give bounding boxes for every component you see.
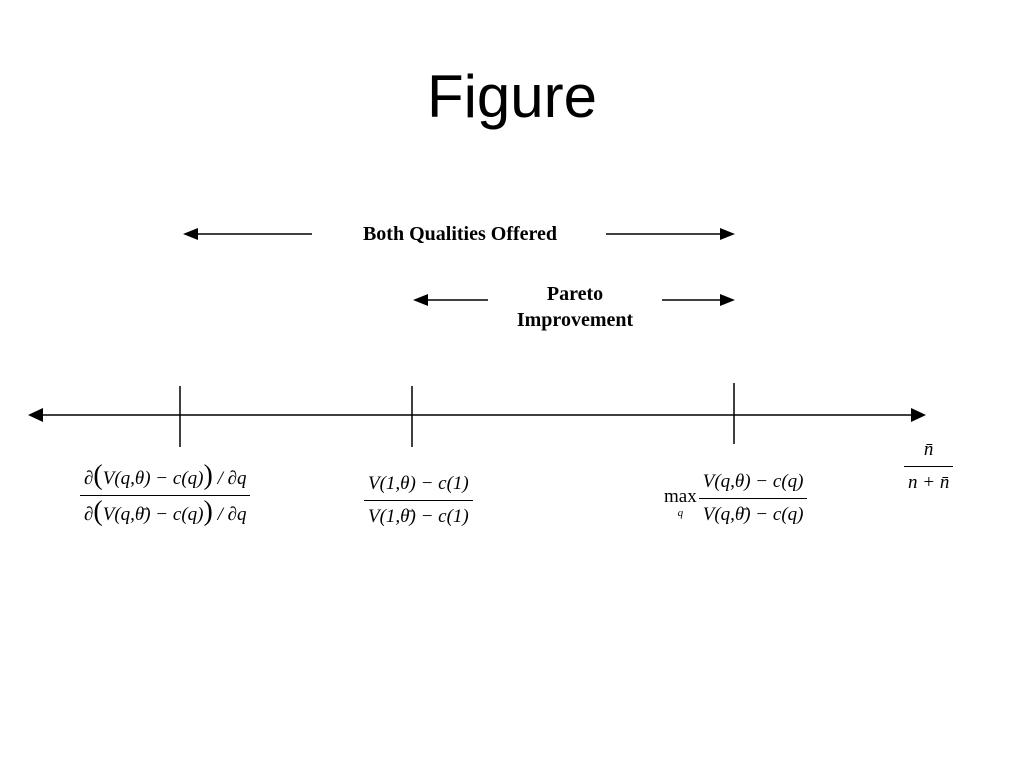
page-title: Figure xyxy=(426,63,598,130)
expression-3-denominator: V(q,θ̄) − c(q) xyxy=(702,504,804,525)
both-qualities-arrowhead-right xyxy=(720,228,735,240)
denominator-tail: / ∂q xyxy=(217,504,247,525)
fraction-bar xyxy=(364,500,473,501)
expression-3-numerator: V(q,θ) − c(q) xyxy=(702,471,804,492)
max-label: max xyxy=(664,485,697,507)
right-paren: ) xyxy=(203,460,213,491)
axis-arrowhead-left xyxy=(28,408,43,422)
expression-2-numerator: V(1,θ) − c(1) xyxy=(368,473,469,494)
right-paren: ) xyxy=(203,496,213,527)
expression-3: max q V(q,θ) − c(q) V(q,θ̄) − c(q) xyxy=(664,468,808,529)
expression-1: ∂(V(q,θ) − c(q)) / ∂q ∂(V(q,θ̄) − c(q)) … xyxy=(80,462,251,529)
fraction-bar xyxy=(80,495,251,496)
both-qualities-label: Both Qualities Offered xyxy=(362,223,558,245)
max-operator: max q xyxy=(664,485,697,519)
pareto-label-line2: Improvement xyxy=(516,309,634,331)
partial-symbol: ∂ xyxy=(84,504,94,525)
numerator-tail: / ∂q xyxy=(217,468,247,489)
expression-4: n̄ n + n̄ xyxy=(904,436,954,497)
max-subscript: q xyxy=(677,506,684,519)
left-paren: ( xyxy=(93,460,103,491)
left-paren: ( xyxy=(93,496,103,527)
denominator-body: V(q,θ̄) − c(q) xyxy=(102,504,204,525)
expression-2: V(1,θ) − c(1) V(1,θ̄) − c(1) xyxy=(364,470,473,531)
expression-1-denominator: ∂(V(q,θ̄) − c(q)) / ∂q xyxy=(80,498,250,529)
pareto-improvement-label: Pareto Improvement xyxy=(494,281,656,333)
both-qualities-arrowhead-left xyxy=(183,228,198,240)
pareto-arrowhead-left xyxy=(413,294,428,306)
expression-2-denominator: V(1,θ̄) − c(1) xyxy=(368,506,469,527)
pareto-label-line1: Pareto xyxy=(546,283,604,305)
numerator-body: V(q,θ) − c(q) xyxy=(102,468,204,489)
partial-symbol: ∂ xyxy=(84,468,94,489)
expression-4-denominator: n + n̄ xyxy=(908,472,950,493)
expression-4-numerator: n̄ xyxy=(923,439,934,460)
expression-3-fraction: V(q,θ) − c(q) V(q,θ̄) − c(q) xyxy=(698,468,808,529)
axis-arrowhead-right xyxy=(911,408,926,422)
pareto-arrowhead-right xyxy=(720,294,735,306)
fraction-bar xyxy=(904,466,954,467)
expression-1-numerator: ∂(V(q,θ) − c(q)) / ∂q xyxy=(80,462,250,493)
fraction-bar xyxy=(698,498,808,499)
